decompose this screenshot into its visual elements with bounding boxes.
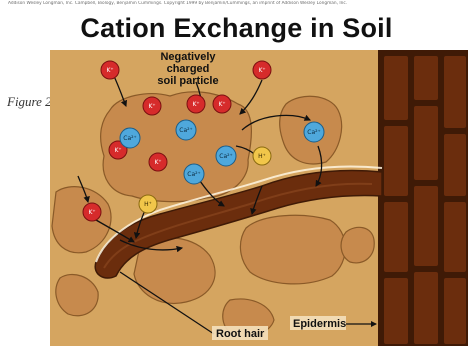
potassium-ion: K⁺ xyxy=(187,95,205,113)
svg-text:K⁺: K⁺ xyxy=(154,159,161,166)
svg-text:K⁺: K⁺ xyxy=(148,103,155,110)
epidermis-cell xyxy=(414,272,438,344)
calcium-ion: Ca²⁺ xyxy=(216,146,236,166)
svg-text:K⁺: K⁺ xyxy=(258,67,265,74)
svg-text:K⁺: K⁺ xyxy=(218,101,225,108)
svg-text:Negatively: Negatively xyxy=(160,51,216,63)
negatively-charged-label: Negatively charged soil particle xyxy=(157,51,218,87)
hydrogen-ion: H⁺ xyxy=(253,147,271,165)
epidermis-cell xyxy=(384,126,408,196)
hydrogen-ion: H⁺ xyxy=(139,195,157,213)
potassium-ion: K⁺ xyxy=(149,153,167,171)
calcium-ion: Ca²⁺ xyxy=(184,164,204,184)
epidermis-cells xyxy=(378,50,468,346)
potassium-ion: K⁺ xyxy=(213,95,231,113)
epidermis-cell xyxy=(414,186,438,266)
svg-text:H⁺: H⁺ xyxy=(258,153,266,160)
svg-text:Ca²⁺: Ca²⁺ xyxy=(219,153,232,160)
potassium-ion: K⁺ xyxy=(143,97,161,115)
epidermis-cell xyxy=(414,106,438,180)
epidermis-cell xyxy=(444,278,466,344)
svg-text:Ca²⁺: Ca²⁺ xyxy=(187,171,200,178)
epidermis-cell xyxy=(444,56,466,128)
svg-text:charged: charged xyxy=(167,63,210,75)
svg-text:soil particle: soil particle xyxy=(157,75,218,87)
potassium-ion: K⁺ xyxy=(83,203,101,221)
calcium-ion: Ca²⁺ xyxy=(120,128,140,148)
calcium-ion: Ca²⁺ xyxy=(176,120,196,140)
epidermis-cell xyxy=(384,56,408,120)
epidermis-label: Epidermis xyxy=(293,318,346,330)
svg-text:H⁺: H⁺ xyxy=(144,201,152,208)
svg-text:Ca²⁺: Ca²⁺ xyxy=(179,127,192,134)
root-hair-label: Root hair xyxy=(216,328,265,340)
soil-particle xyxy=(341,227,374,263)
svg-text:K⁺: K⁺ xyxy=(106,67,113,74)
soil-particle xyxy=(240,215,345,284)
svg-text:K⁺: K⁺ xyxy=(192,101,199,108)
epidermis-cell xyxy=(414,56,438,100)
svg-text:K⁺: K⁺ xyxy=(114,147,121,154)
epidermis-cell xyxy=(384,278,408,344)
potassium-ion: K⁺ xyxy=(253,61,271,79)
potassium-ion: K⁺ xyxy=(101,61,119,79)
svg-text:K⁺: K⁺ xyxy=(88,209,95,216)
svg-text:Ca²⁺: Ca²⁺ xyxy=(123,135,136,142)
epidermis-cell xyxy=(384,202,408,272)
epidermis-cell xyxy=(444,202,466,272)
calcium-ion: Ca²⁺ xyxy=(304,122,324,142)
epidermis-cell xyxy=(444,134,466,196)
svg-text:Ca²⁺: Ca²⁺ xyxy=(307,129,320,136)
